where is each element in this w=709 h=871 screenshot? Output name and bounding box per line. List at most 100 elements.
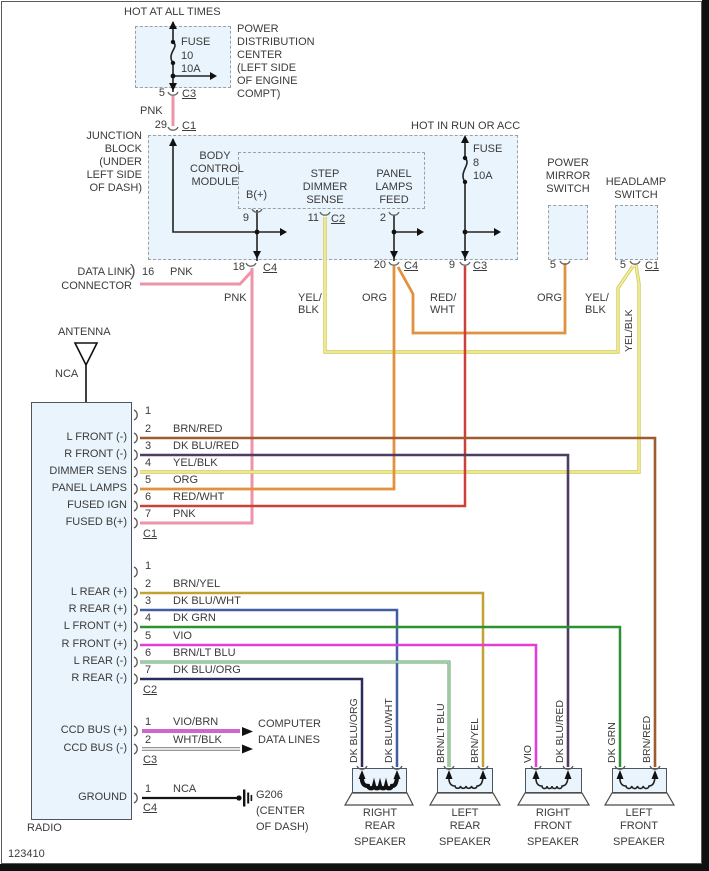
left-front-speaker-box bbox=[612, 768, 667, 793]
wire-label: DK BLU/ORG bbox=[173, 664, 241, 676]
wire-label-yelblk: BLK bbox=[585, 304, 606, 316]
radio-box bbox=[31, 402, 132, 820]
wire-label-yelblk: BLK bbox=[298, 304, 319, 316]
computer-data-lines-label: COMPUTER bbox=[258, 718, 321, 730]
page-border bbox=[1, 1, 702, 864]
pdc-pin-number: 5 bbox=[158, 87, 165, 99]
pdc-label-line: POWER bbox=[237, 23, 279, 35]
headlamp-switch-box bbox=[615, 205, 658, 260]
radio-c4-id: C4 bbox=[143, 802, 158, 814]
fuse-10-rating: 10A bbox=[181, 63, 201, 75]
radio-c1-pin: 3 bbox=[145, 440, 152, 452]
headlamp-label: HEADLAMP bbox=[605, 176, 667, 188]
left-front-speaker-label: SPEAKER bbox=[613, 836, 665, 848]
left-rear-speaker-box bbox=[437, 768, 493, 793]
wire-label: DK BLU/RED bbox=[173, 440, 240, 452]
jb-pin20-conn: C4 bbox=[404, 260, 419, 272]
wire-label-vertical: BRN/RED bbox=[641, 715, 653, 763]
radio-c2-id: C2 bbox=[143, 684, 158, 696]
jb-pin29-number: 29 bbox=[154, 119, 167, 131]
radio-c2-function: R REAR (-) bbox=[71, 672, 127, 684]
radio-c1-function: PANEL LAMPS bbox=[51, 482, 127, 494]
radio-c2-function: R FRONT (+) bbox=[61, 638, 128, 650]
fuse-8-number: 8 bbox=[473, 157, 480, 169]
headlamp-conn: C1 bbox=[645, 260, 660, 272]
radio-c1-pin: 7 bbox=[145, 508, 152, 520]
radio-c3-pin: 1 bbox=[145, 716, 152, 728]
wire-label-vertical: DK GRN bbox=[606, 722, 618, 763]
bcm-dimmer-label: SENSE bbox=[306, 194, 344, 206]
ground-location-label: (CENTER bbox=[256, 805, 305, 817]
wire-label-vertical: DK BLU/RED bbox=[554, 699, 566, 763]
radio-c2-pin: 2 bbox=[145, 578, 152, 590]
radio-c4-function: GROUND bbox=[78, 791, 127, 803]
radio-c1-function: R FRONT (-) bbox=[64, 448, 127, 460]
right-rear-speaker-box bbox=[352, 768, 407, 793]
wire-label-org: ORG bbox=[537, 292, 563, 304]
dlc-pin-number: 16 bbox=[142, 266, 155, 278]
wire-label-vertical: DK BLU/WHT bbox=[383, 698, 395, 763]
dlc-label-line: DATA LINK bbox=[77, 266, 132, 278]
left-rear-speaker-label: LEFT bbox=[451, 807, 479, 819]
wire-label-vertical: DK BLU/ORG bbox=[348, 698, 360, 763]
diagram-id: 123410 bbox=[8, 848, 45, 860]
power-mirror-label: SWITCH bbox=[546, 183, 590, 195]
bcm-panel-label: PANEL bbox=[376, 168, 412, 180]
jb-label-line: JUNCTION bbox=[86, 130, 142, 142]
wire-label: YEL/BLK bbox=[173, 457, 218, 469]
ground-location-label: OF DASH) bbox=[256, 821, 309, 833]
radio-c3-function: CCD BUS (+) bbox=[60, 724, 127, 736]
wire-label: DK GRN bbox=[173, 612, 216, 624]
bcm-label-line: CONTROL bbox=[190, 163, 244, 175]
radio-c3-id: C3 bbox=[143, 754, 158, 766]
right-front-speaker-label: SPEAKER bbox=[527, 836, 579, 848]
bcm-bplus-pin: 9 bbox=[242, 212, 249, 224]
right-front-speaker-label: FRONT bbox=[534, 820, 572, 832]
jb-label-line: OF DASH) bbox=[89, 182, 142, 194]
pdc-connector-id: C3 bbox=[182, 88, 197, 100]
radio-c2-function: L REAR (+) bbox=[70, 586, 127, 598]
wire-label-pnk: PNK bbox=[224, 292, 247, 304]
jb-pin18-conn: C4 bbox=[263, 262, 278, 274]
jb-pin20-number: 20 bbox=[373, 259, 386, 271]
radio-c1-function: L FRONT (-) bbox=[66, 431, 128, 443]
wire-label: NCA bbox=[173, 783, 197, 795]
left-rear-speaker-label: SPEAKER bbox=[439, 836, 491, 848]
wire-label-pnk: PNK bbox=[170, 266, 193, 278]
right-rear-speaker-label: SPEAKER bbox=[354, 836, 406, 848]
wire-label-yelblk: YEL/ bbox=[585, 292, 609, 304]
radio-c1-function: FUSED B(+) bbox=[65, 516, 127, 528]
radio-c2-pin: 1 bbox=[145, 560, 152, 572]
radio-c2-pin: 4 bbox=[145, 612, 152, 624]
hot-at-all-times-label: HOT AT ALL TIMES bbox=[124, 6, 221, 18]
wire-label-nca: NCA bbox=[55, 368, 79, 380]
left-front-speaker-label: LEFT bbox=[625, 807, 653, 819]
power-mirror-pin: 5 bbox=[549, 259, 556, 271]
wire-label: ORG bbox=[173, 474, 199, 486]
wire-label-yelblk-vertical: YEL/BLK bbox=[623, 309, 635, 352]
radio-c1-pin: 1 bbox=[145, 405, 152, 417]
wire-label: WHT/BLK bbox=[173, 734, 222, 746]
computer-data-lines-label: DATA LINES bbox=[258, 734, 320, 746]
radio-c2-pin: 3 bbox=[145, 595, 152, 607]
right-front-speaker-label: RIGHT bbox=[535, 807, 571, 819]
wire-label: BRN/LT BLU bbox=[173, 647, 236, 659]
bcm-panel-label: LAMPS bbox=[375, 181, 413, 193]
wire-label-redwht: WHT bbox=[430, 304, 456, 316]
power-mirror-label: MIRROR bbox=[545, 170, 591, 182]
wire-label: BRN/RED bbox=[173, 423, 223, 435]
hot-in-run-label: HOT IN RUN OR ACC bbox=[411, 120, 521, 132]
ground-id-label: G206 bbox=[256, 789, 283, 801]
radio-c2-pin: 5 bbox=[145, 630, 152, 642]
wire-label: VIO bbox=[173, 630, 192, 642]
bcm-dimmer-pin: 11 bbox=[307, 212, 319, 224]
headlamp-label: SWITCH bbox=[614, 189, 658, 201]
power-mirror-switch-box bbox=[548, 205, 588, 260]
bcm-dimmer-conn: C2 bbox=[331, 213, 346, 225]
right-front-speaker-box bbox=[525, 768, 582, 793]
fuse-8-rating: 10A bbox=[473, 170, 493, 182]
bcm-label-line: MODULE bbox=[191, 176, 239, 188]
page-border-right bbox=[702, 0, 709, 871]
wire-label: DK BLU/WHT bbox=[173, 595, 241, 607]
